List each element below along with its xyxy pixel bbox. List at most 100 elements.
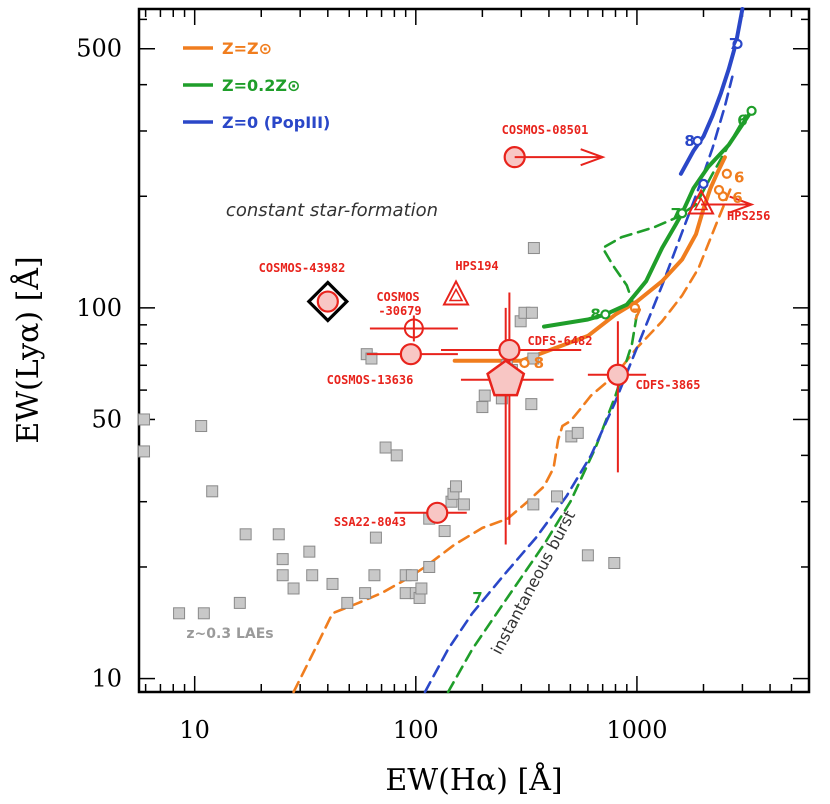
lae-point bbox=[399, 587, 412, 600]
triangle-marker bbox=[442, 279, 470, 306]
y-tick-label: 50 bbox=[91, 405, 122, 433]
lae-point bbox=[368, 569, 381, 582]
x-axis-title: EW(Hα) [Å] bbox=[385, 762, 562, 798]
object-marker bbox=[426, 501, 449, 524]
age-marker bbox=[732, 38, 743, 50]
x-tick-label: 1000 bbox=[606, 716, 667, 744]
diamond-marker bbox=[306, 280, 350, 323]
object-label: COSMOS-43982 bbox=[259, 261, 346, 275]
triangle-marker-inner bbox=[693, 196, 709, 211]
lae-point bbox=[571, 426, 584, 439]
age-marker bbox=[600, 309, 611, 320]
legend-label: Z=0.2Z⊙ bbox=[222, 76, 300, 95]
model-curve-burst bbox=[292, 183, 734, 694]
age-label: 8 bbox=[684, 132, 694, 150]
lae-point bbox=[173, 607, 186, 620]
lae-point bbox=[365, 352, 378, 365]
legend-label: Z=0 (PopIII) bbox=[222, 113, 330, 132]
age-label: 7 bbox=[632, 305, 642, 323]
lae-point bbox=[423, 560, 436, 573]
object-marker bbox=[399, 343, 422, 366]
age-label: 6 bbox=[737, 112, 747, 130]
age-label: 8 bbox=[590, 305, 600, 323]
lae-point bbox=[550, 490, 563, 503]
lae-point bbox=[303, 545, 316, 558]
lae-point bbox=[608, 557, 621, 570]
lae-point bbox=[379, 441, 392, 454]
pentagon-marker bbox=[486, 359, 526, 397]
y-tick-label: 100 bbox=[76, 294, 122, 322]
lae-point bbox=[197, 607, 210, 620]
lae-point bbox=[405, 569, 418, 582]
lae-point bbox=[138, 413, 151, 426]
lae-point bbox=[272, 528, 285, 541]
object-label: HPS194 bbox=[455, 259, 498, 273]
object-marker bbox=[498, 338, 521, 362]
lae-point bbox=[206, 485, 219, 498]
age-label: 7 bbox=[729, 35, 739, 53]
age-marker bbox=[692, 135, 703, 147]
lae-point bbox=[525, 398, 538, 411]
lae-point bbox=[233, 596, 246, 609]
annotations: COSMOS-43982COSMOS-30679HPS194CDFS-6482C… bbox=[183, 35, 770, 658]
lae-point bbox=[438, 525, 451, 538]
age-label: 6 bbox=[734, 168, 744, 186]
object-label: CDFS-6482 bbox=[527, 334, 592, 348]
y-tick-label: 10 bbox=[91, 665, 122, 693]
lae-point bbox=[195, 420, 208, 433]
model-curve-constant bbox=[452, 155, 727, 363]
lae-point bbox=[326, 577, 339, 590]
plot-frame bbox=[137, 7, 811, 694]
age-label: 8 bbox=[534, 354, 544, 372]
legend-label: Z=Z⊙ bbox=[222, 39, 272, 58]
age-marker bbox=[746, 105, 757, 116]
object-marker bbox=[316, 290, 339, 313]
limit-arrow-head bbox=[580, 148, 606, 167]
lae-point bbox=[450, 480, 463, 493]
object-label: COSMOS-13636 bbox=[327, 373, 414, 387]
annotation-constant-sf: constant star-formation bbox=[226, 200, 438, 221]
lae-point bbox=[457, 498, 470, 511]
age-marker bbox=[698, 178, 709, 189]
y-tick-label: 500 bbox=[76, 35, 122, 63]
object-label: COSMOS bbox=[376, 290, 419, 304]
lae-point bbox=[476, 401, 489, 414]
age-marker bbox=[519, 357, 530, 369]
lae-point bbox=[581, 549, 594, 562]
object-marker bbox=[606, 363, 629, 386]
lae-point bbox=[525, 306, 538, 319]
lae-point bbox=[390, 449, 403, 462]
model-curves bbox=[292, 7, 754, 694]
lae-point bbox=[527, 242, 540, 255]
object-label: COSMOS-08501 bbox=[502, 123, 589, 137]
lae-point bbox=[341, 596, 354, 609]
age-label: 7 bbox=[671, 205, 681, 223]
age-marker bbox=[676, 208, 688, 219]
y-axis-title: EW(Lyα) [Å] bbox=[10, 256, 46, 443]
age-marker bbox=[629, 302, 641, 313]
lae-point bbox=[276, 569, 289, 582]
lae-point bbox=[527, 498, 540, 511]
lae-point bbox=[239, 528, 252, 541]
object-label: -30679 bbox=[378, 304, 421, 318]
model-curve-burst bbox=[423, 75, 734, 694]
lae-point bbox=[478, 389, 491, 402]
model-curve-burst bbox=[446, 114, 747, 694]
triangle-marker bbox=[687, 188, 715, 215]
x-tick-label: 100 bbox=[393, 716, 439, 744]
object-label: CDFS-3865 bbox=[635, 378, 700, 392]
triangle-marker-inner bbox=[448, 287, 464, 302]
age-marker bbox=[713, 184, 725, 196]
lae-point bbox=[527, 352, 540, 365]
lae-point bbox=[138, 445, 151, 458]
model-curve-constant bbox=[678, 7, 745, 176]
age-marker bbox=[721, 168, 732, 179]
object-label: HPS256 bbox=[727, 209, 770, 223]
data-points bbox=[138, 38, 757, 620]
lae-point bbox=[276, 553, 289, 566]
age-label: 6 bbox=[732, 189, 742, 207]
annotation-burst: instantaneous burst bbox=[487, 507, 579, 657]
lae-point bbox=[359, 587, 372, 600]
x-tick-label: 10 bbox=[179, 716, 210, 744]
